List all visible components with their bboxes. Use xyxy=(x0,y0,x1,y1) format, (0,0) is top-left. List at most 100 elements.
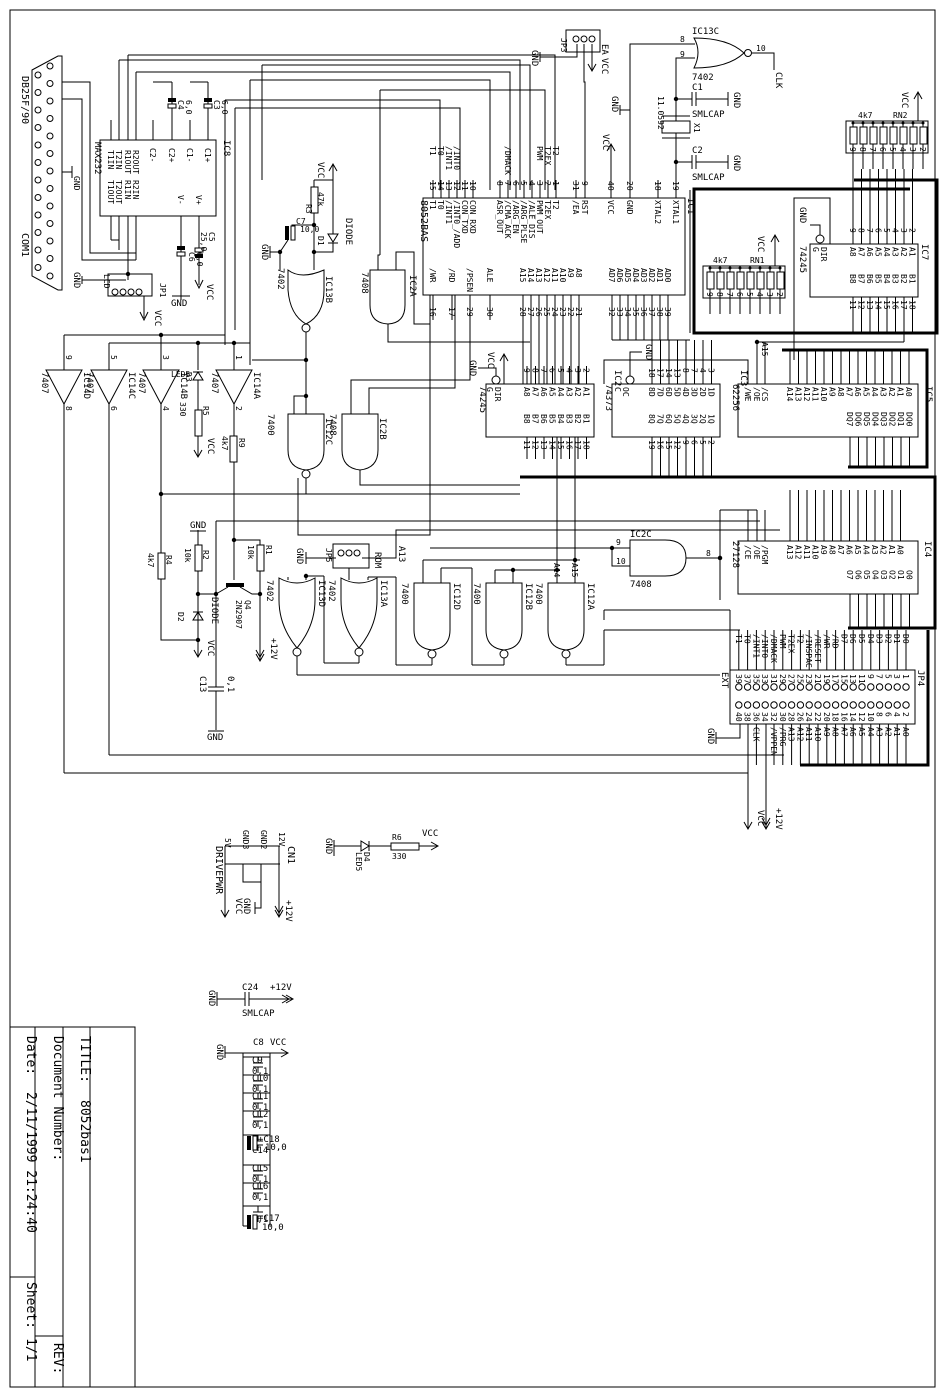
text-group: A9 xyxy=(828,387,837,397)
ic7-ref: IC7 xyxy=(919,244,929,260)
jp3-ref: JP3 xyxy=(559,38,568,53)
rn1-value: 4k7 xyxy=(713,256,728,265)
pin-label: AD7 xyxy=(607,268,616,283)
clk-label: CLK xyxy=(773,72,783,89)
connector-pin-even xyxy=(796,701,805,709)
a14-label: A14 xyxy=(552,563,561,578)
inverter-bubble xyxy=(354,647,364,657)
pin-label: 9 xyxy=(64,355,73,360)
net-label: D0 xyxy=(901,634,910,644)
pin-label: DQ1 xyxy=(896,412,905,427)
pin-label: 4 xyxy=(755,292,764,297)
pin-label: AD6 xyxy=(615,268,624,283)
text-group: 16 xyxy=(656,440,665,450)
text-group: 5D xyxy=(673,387,682,397)
pin-label: A5 xyxy=(853,545,862,555)
jumper-jp5: GND JP5 ROM A13 xyxy=(294,529,780,569)
q4-ref: Q4 xyxy=(243,600,252,610)
text-group: /CE xyxy=(743,545,752,560)
pin-label: 5 xyxy=(519,181,528,186)
pin-label: A6 xyxy=(539,387,548,397)
text-group: 27 xyxy=(787,674,796,684)
r9-ref: R9 xyxy=(237,438,246,448)
pin-label: 28 xyxy=(787,712,796,722)
pin-label: DQ3 xyxy=(879,412,888,427)
net-label: /INSPAC xyxy=(804,634,813,668)
text-group: PWM xyxy=(535,146,544,161)
pin-label: A9 xyxy=(819,545,828,555)
inverter-bubble xyxy=(561,649,571,659)
text-group: A5 xyxy=(862,387,871,397)
connector-pin-even xyxy=(867,701,875,709)
ic8-value: MAX232 xyxy=(92,142,102,175)
oscillator-section: GND C1 SMLCAP C2 SMLCAP GND GND 11.0592 … xyxy=(600,27,783,190)
pin-label: 15 xyxy=(839,674,848,684)
text-group: 3 xyxy=(899,228,908,233)
ic2-74373: 74373 IC2 8D8Q18197D7Q17166D6Q14155D5Q13… xyxy=(603,340,749,477)
text-group: A3 xyxy=(565,387,574,397)
text-group: /PGM xyxy=(760,545,769,564)
pin-label: 15 xyxy=(428,181,437,191)
pin-label: 36 xyxy=(639,307,648,317)
text-group: O3 xyxy=(879,570,888,580)
pin-label: DQ5 xyxy=(862,412,871,427)
text-group: 4 xyxy=(892,712,901,717)
text-group: 14 xyxy=(548,440,557,450)
pin-label: A5 xyxy=(548,387,557,397)
led-d3-r5: 330 R5 VCC D3 LED5 xyxy=(171,343,215,459)
r1-value: 10k xyxy=(246,545,255,560)
text-group: A11 xyxy=(804,727,813,742)
text-group: A14 xyxy=(785,387,794,402)
text-group: O0 xyxy=(905,570,914,580)
pin-label: C1+ xyxy=(203,148,212,163)
text-group: 39 xyxy=(734,674,743,684)
capacitor-c24: GND C24 +12V SMLCAP xyxy=(206,983,295,1019)
pin-label: 26 xyxy=(795,712,804,722)
text-group: 22 xyxy=(813,712,822,722)
pin-label: 28 xyxy=(518,307,527,317)
vcc-label: VCC xyxy=(755,810,765,826)
pin-label: 7 xyxy=(875,674,884,679)
text-group: D7 xyxy=(839,634,848,644)
text-group: 9 xyxy=(681,440,690,445)
connector-pin-odd xyxy=(770,683,778,691)
text-group: XTAL1 xyxy=(671,200,680,224)
pin-label: 26 xyxy=(534,307,543,317)
text-group: D1 xyxy=(892,634,901,644)
connector-pin-odd xyxy=(743,683,752,691)
text-group: 8 xyxy=(531,368,540,373)
pin-label: 2 xyxy=(908,228,917,233)
text-group: 6 xyxy=(735,292,744,297)
text-group: 7 xyxy=(875,674,884,679)
pin-label: 16 xyxy=(428,307,437,317)
resistor-element xyxy=(706,271,715,290)
ic13c-value: 7402 xyxy=(692,73,714,83)
db25-pin xyxy=(34,264,42,271)
c13-ref: C13 xyxy=(197,676,207,692)
text-group: A3 xyxy=(879,387,888,397)
rev-label: REV: xyxy=(50,1343,65,1374)
decap-ref: C11 xyxy=(252,1092,268,1102)
text-group: /PSEN xyxy=(465,268,474,292)
ic3-ref: IC3 xyxy=(738,370,748,386)
net-label: /INT1 xyxy=(444,146,453,170)
db25-pin xyxy=(34,229,42,236)
text-group: 29 xyxy=(778,674,787,684)
text-group: IC13D xyxy=(316,580,326,607)
pin-label: A9 xyxy=(828,387,837,397)
net-label: /INT0 xyxy=(760,634,769,658)
text-group: 14 xyxy=(436,181,445,191)
pin-label: CON_RXD xyxy=(468,200,477,234)
net-label: T1 xyxy=(734,634,743,644)
pin-label: A8 xyxy=(574,268,583,278)
pin-label: 29 xyxy=(778,674,787,684)
text-group: A4 xyxy=(870,387,879,397)
pin-label: 12 xyxy=(531,440,540,450)
pin-label: 7 xyxy=(865,228,874,233)
pin-label: 4 xyxy=(698,368,707,373)
text-group: 28 xyxy=(518,307,527,317)
pin-label: 35 xyxy=(631,307,640,317)
pin-label: A3 xyxy=(565,387,574,397)
text-group: 15 xyxy=(839,674,848,684)
